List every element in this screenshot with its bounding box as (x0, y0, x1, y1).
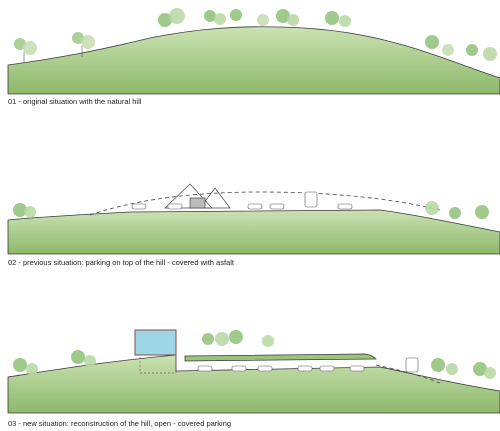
panel-new: 03 - new situation: reconstruction of th… (0, 325, 500, 431)
tree-cluster-top (158, 8, 351, 27)
hill-section-previous (7, 183, 500, 255)
covered-parked-cars (197, 357, 419, 373)
tree-cluster-right (425, 201, 489, 219)
caption-original: 01 - original situation with the natural… (8, 97, 142, 106)
reconstructed-hill (7, 354, 500, 414)
green-roof (184, 353, 377, 362)
tree-cluster-roof (202, 330, 274, 347)
original-hill-dashed (89, 191, 441, 216)
tree-cluster-left (13, 350, 96, 375)
natural-hill (7, 26, 500, 95)
tree-cluster-right (425, 35, 497, 61)
tree-cluster-left (14, 32, 95, 63)
caption-new: 03 - new situation: reconstruction of th… (8, 419, 232, 428)
parking-building (164, 183, 231, 209)
flattened-hill (7, 209, 500, 255)
hill-section-new (7, 329, 500, 414)
pavilion-base (139, 354, 177, 374)
tree-cluster-left (13, 203, 36, 218)
tree-cluster-right (431, 358, 496, 379)
parked-cars (131, 191, 353, 210)
hill-section-original (7, 8, 500, 95)
panel-original: 01 - original situation with the natural… (0, 0, 500, 110)
glass-pavilion (134, 329, 177, 356)
panel-previous: 02 - previous situation: parking on top … (0, 170, 500, 270)
caption-previous: 02 - previous situation: parking on top … (8, 258, 234, 267)
